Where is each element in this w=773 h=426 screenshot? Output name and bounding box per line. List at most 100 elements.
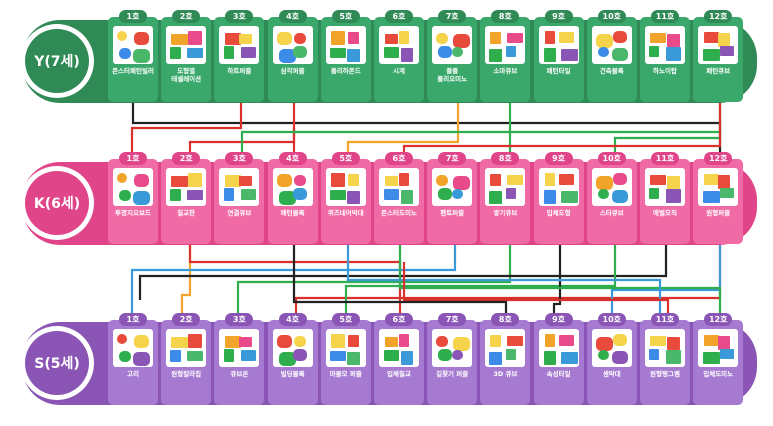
card-number: 9호 — [544, 313, 573, 326]
card-number: 5호 — [331, 313, 360, 326]
card-number: 8호 — [491, 10, 520, 23]
card-label: 하노이탑 — [653, 67, 677, 75]
card-label: 하트퍼즐 — [227, 67, 252, 75]
soma-cube-icon — [485, 26, 526, 64]
card-number: 7호 — [438, 152, 467, 165]
card-label: 입체도형 — [546, 209, 571, 217]
linking-cube-icon — [219, 168, 260, 206]
polyomino-icon — [432, 26, 473, 64]
card-label: 패턴큐브 — [706, 67, 731, 75]
card-label: 스타큐브 — [599, 209, 624, 217]
pattern-tile-icon — [538, 26, 579, 64]
bead-icon — [645, 168, 685, 206]
card-label: 칠교판 — [177, 209, 196, 217]
card-label: 플플 폴리오미노 — [437, 67, 468, 83]
connector-black — [292, 245, 508, 322]
polyiamond-icon — [325, 26, 366, 64]
connector-orange — [180, 245, 192, 322]
cuisenaire-rod-icon — [325, 168, 366, 206]
age-badge-s: S(5세) — [20, 326, 94, 400]
star-cube-icon — [591, 168, 632, 206]
building-block-icon — [591, 26, 632, 64]
3d-tangram-icon — [379, 329, 419, 367]
card-number: 4호 — [278, 10, 307, 23]
card-label: 연결큐브 — [227, 209, 252, 217]
color-chip-icon — [166, 329, 207, 367]
card-label: 빌딩블록 — [280, 370, 305, 378]
card-number: 12호 — [704, 313, 733, 326]
card-number: 11호 — [651, 10, 679, 23]
connector-red — [402, 262, 670, 322]
card-number: 2호 — [172, 10, 201, 23]
geoboard-icon — [113, 168, 153, 206]
card-number: 12호 — [704, 152, 733, 165]
tangram-icon — [166, 168, 207, 206]
connector-green — [344, 245, 617, 322]
card-label: 패턴블록 — [280, 209, 305, 217]
card-number: 3호 — [225, 152, 254, 165]
card-number: 3호 — [225, 10, 254, 23]
connector-green — [236, 245, 512, 322]
card-number: 3호 — [225, 313, 254, 326]
connector-blue — [346, 245, 662, 322]
pattern-cube-icon — [698, 26, 739, 64]
marble-puzzle-icon — [325, 329, 366, 367]
card-label: 애벌모직 — [653, 209, 677, 217]
ring-chain-icon — [113, 329, 153, 367]
card-label: 삼각퍼즐 — [280, 67, 305, 75]
card-label: 고리 — [127, 370, 139, 378]
card-number: 8호 — [491, 152, 520, 165]
connector-red — [294, 245, 722, 322]
card-number: 7호 — [438, 10, 467, 23]
card-label: 원형퍼즐 — [706, 209, 731, 217]
triangle-puzzle-icon — [272, 26, 313, 64]
card-label: 마블모 퍼즐 — [329, 370, 362, 378]
counting-rod-icon — [591, 329, 632, 367]
card-number: 9호 — [544, 152, 573, 165]
badge-label: S(5세) — [25, 331, 89, 395]
card-label: 건축블록 — [599, 67, 624, 75]
connector-green — [240, 102, 722, 160]
card-number: 10호 — [597, 152, 626, 165]
card-label: 길찾기 퍼즐 — [436, 370, 469, 378]
card-label: 몬스터도미노 — [381, 209, 417, 217]
age-badge-k: K(6세) — [20, 166, 94, 240]
